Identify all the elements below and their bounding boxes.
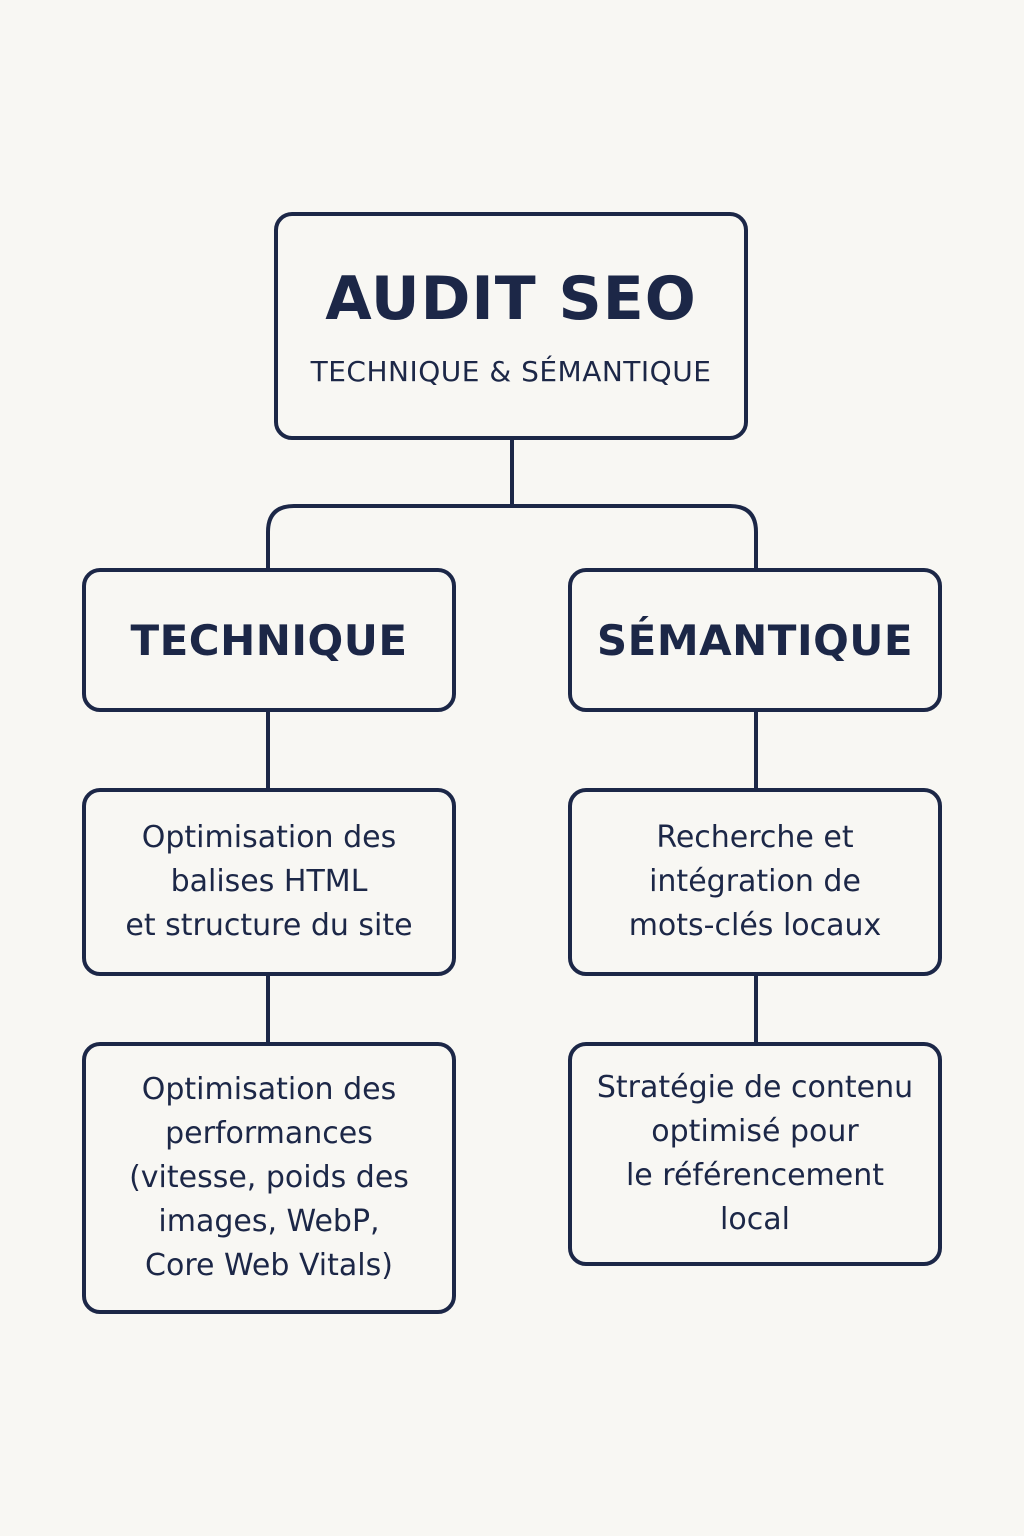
technique-item-html-structure-text: Optimisation des balises HTML et structu… <box>125 820 413 943</box>
branch-split-line <box>266 504 758 570</box>
root-node: AUDIT SEO TECHNIQUE & SÉMANTIQUE <box>274 212 748 440</box>
branch-technique: TECHNIQUE <box>82 568 456 712</box>
semantique-item-keywords-text: Recherche et intégration de mots-clés lo… <box>628 820 882 943</box>
semantique-item-content-strategy: Stratégie de contenu optimisé pour le ré… <box>568 1042 942 1266</box>
technique-item-html-structure: Optimisation des balises HTML et structu… <box>82 788 456 976</box>
root-title: AUDIT SEO <box>325 263 697 334</box>
technique-item-performance: Optimisation des performances (vitesse, … <box>82 1042 456 1314</box>
semantique-item-content-strategy-text: Stratégie de contenu optimisé pour le ré… <box>596 1070 914 1237</box>
technique-item-performance-text: Optimisation des performances (vitesse, … <box>129 1072 409 1283</box>
branch-technique-title: TECHNIQUE <box>130 615 408 665</box>
branch-semantique-title: SÉMANTIQUE <box>596 615 914 665</box>
root-subtitle: TECHNIQUE & SÉMANTIQUE <box>310 354 712 388</box>
semantique-item-keywords: Recherche et intégration de mots-clés lo… <box>568 788 942 976</box>
branch-semantique: SÉMANTIQUE <box>568 568 942 712</box>
